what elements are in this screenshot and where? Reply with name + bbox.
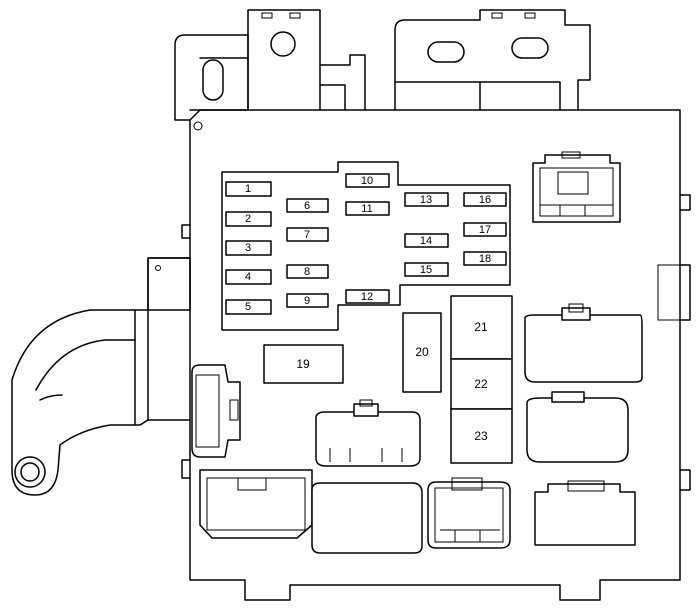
fuse-9[interactable]: 9 xyxy=(287,294,328,307)
relay-19[interactable]: 19 xyxy=(264,345,343,383)
fuse-label: 4 xyxy=(245,271,251,283)
fuse-label: 1 xyxy=(245,183,251,195)
fuse-12[interactable]: 12 xyxy=(346,290,389,303)
connector-left-vertical[interactable] xyxy=(192,365,240,457)
relay-label: 21 xyxy=(474,320,488,334)
relay-label: 22 xyxy=(474,377,488,391)
connector-right-lower[interactable] xyxy=(527,392,628,462)
relay-23[interactable]: 23 xyxy=(451,409,512,463)
fuse-11[interactable]: 11 xyxy=(346,202,389,215)
fuse-8[interactable]: 8 xyxy=(287,265,328,278)
fuse-17[interactable]: 17 xyxy=(464,223,506,236)
fuse-label: 8 xyxy=(304,266,310,278)
connector-center[interactable] xyxy=(316,400,420,466)
relay-22[interactable]: 22 xyxy=(451,359,512,409)
fuse-7[interactable]: 7 xyxy=(287,228,328,241)
fuse-label: 6 xyxy=(304,200,310,212)
fuse-label: 18 xyxy=(479,253,491,265)
fuse-10[interactable]: 10 xyxy=(346,174,389,187)
relay-label: 20 xyxy=(415,345,429,359)
connector-bottom-center[interactable] xyxy=(312,483,422,553)
fuse-3[interactable]: 3 xyxy=(226,241,271,255)
connector-bottom-right[interactable] xyxy=(535,481,635,545)
fuse-label: 13 xyxy=(420,194,432,206)
connector-right-upper[interactable] xyxy=(525,304,642,382)
fuse-16[interactable]: 16 xyxy=(464,193,506,206)
housing-outline xyxy=(175,10,690,600)
relay-label: 19 xyxy=(296,357,310,371)
relay-21[interactable]: 21 xyxy=(451,296,512,359)
fuse-18[interactable]: 18 xyxy=(464,252,506,265)
fuse-label: 14 xyxy=(420,235,432,247)
relay-label: 23 xyxy=(474,429,488,443)
fuse-label: 15 xyxy=(420,264,432,276)
fuse-label: 10 xyxy=(361,175,373,187)
relay-20[interactable]: 20 xyxy=(403,313,441,392)
fuse-label: 11 xyxy=(361,203,372,215)
fuse-2[interactable]: 2 xyxy=(226,212,271,226)
fuse-label: 17 xyxy=(479,224,491,236)
connector-top-right[interactable] xyxy=(533,152,620,222)
fuse-14[interactable]: 14 xyxy=(405,234,448,247)
fuse-label: 12 xyxy=(361,291,373,303)
fuse-13[interactable]: 13 xyxy=(405,193,448,206)
fuse-panel xyxy=(222,162,510,330)
fuse-label: 16 xyxy=(479,194,491,206)
fuse-4[interactable]: 4 xyxy=(226,270,271,284)
fuse-label: 3 xyxy=(245,242,251,254)
mounting-arm xyxy=(12,258,190,495)
fuse-1[interactable]: 1 xyxy=(226,182,271,196)
fuse-15[interactable]: 15 xyxy=(405,263,448,276)
fuse-5[interactable]: 5 xyxy=(226,300,271,314)
fuse-label: 2 xyxy=(245,213,251,225)
connector-bottom-left[interactable] xyxy=(200,470,312,538)
fuse-label: 9 xyxy=(304,295,310,307)
fuse-label: 7 xyxy=(304,229,310,241)
fuse-6[interactable]: 6 xyxy=(287,199,328,212)
fuse-label: 5 xyxy=(245,301,251,313)
connector-bottom-small[interactable] xyxy=(428,478,510,548)
